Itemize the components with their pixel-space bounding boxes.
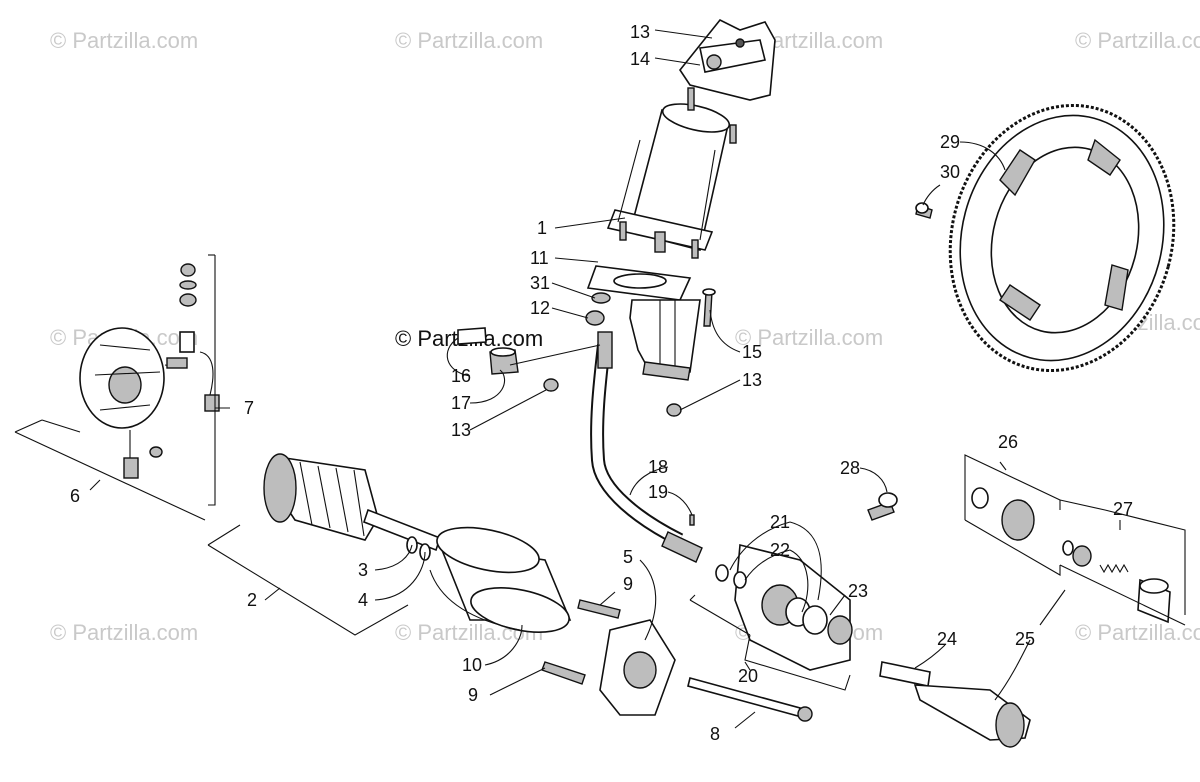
armature [263, 453, 441, 561]
callout-9: 9 [623, 574, 633, 594]
callout-19: 19 [648, 482, 668, 502]
callout-30: 30 [940, 162, 960, 182]
callout-13: 13 [451, 420, 471, 440]
watermark: © Partzilla.com [1075, 28, 1200, 53]
callout-8: 8 [710, 724, 720, 744]
callout-6: 6 [70, 486, 80, 506]
motor-mount-housing [629, 299, 701, 381]
callout-28: 28 [840, 458, 860, 478]
callout-31: 31 [530, 273, 550, 293]
callout-17: 17 [451, 393, 471, 413]
clamp-bushing [457, 327, 519, 375]
callout-5: 5 [623, 547, 633, 567]
callout-18: 18 [648, 457, 668, 477]
starter-motor [606, 87, 737, 259]
callout-26: 26 [998, 432, 1018, 452]
callout-13: 13 [630, 22, 650, 42]
starter-cable [590, 331, 703, 563]
drive-shaft [879, 661, 1031, 748]
callout-1: 1 [537, 218, 547, 238]
callout-14: 14 [630, 49, 650, 69]
callout-29: 29 [940, 132, 960, 152]
callout-labels: 13 14 1 11 31 12 15 13 16 17 13 29 30 7 … [70, 22, 1133, 744]
callout-10: 10 [462, 655, 482, 675]
leader-lines [14, 29, 1186, 729]
pinion-kit [971, 487, 1171, 624]
watermark: © Partzilla.com [1075, 620, 1200, 645]
parts-drawings [79, 18, 1176, 748]
callout-11: 11 [530, 248, 549, 268]
callout-3: 3 [358, 560, 368, 580]
washers-nuts-group [543, 288, 716, 417]
motor-yoke [429, 526, 572, 633]
callout-2: 2 [247, 590, 257, 610]
callout-27: 27 [1113, 499, 1133, 519]
watermark: © Partzilla.com [395, 28, 543, 53]
callout-4: 4 [358, 590, 368, 610]
callout-24: 24 [937, 629, 957, 649]
ring-gear [915, 103, 1176, 373]
callout-23: 23 [848, 581, 868, 601]
brush-plate-assembly [79, 263, 220, 479]
callout-12: 12 [530, 298, 550, 318]
callout-16: 16 [451, 366, 471, 386]
callout-7: 7 [244, 398, 254, 418]
callout-22: 22 [770, 540, 790, 560]
watermark: © Partzilla.com [50, 28, 198, 53]
watermark: © Partzilla.com [735, 325, 883, 350]
callout-15: 15 [742, 342, 762, 362]
callout-21: 21 [770, 512, 790, 532]
mounting-bracket [679, 18, 776, 101]
callout-25: 25 [1015, 629, 1035, 649]
drive-housing [715, 492, 898, 671]
watermark: © Partzilla.com [50, 620, 198, 645]
callout-9: 9 [468, 685, 478, 705]
callout-20: 20 [738, 666, 758, 686]
end-cover [541, 599, 813, 722]
callout-13: 13 [742, 370, 762, 390]
